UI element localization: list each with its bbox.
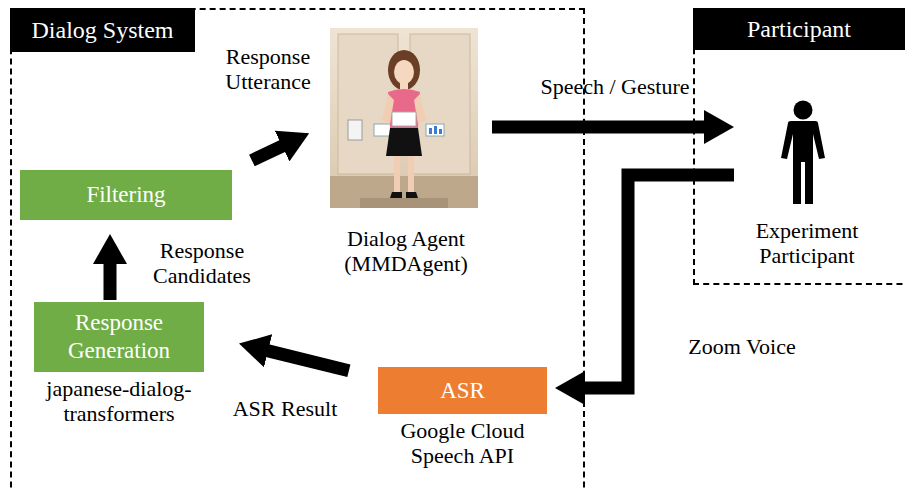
node-caption: Dialog Agent (MMDAgent) (320, 226, 492, 277)
box-fill: Filtering (20, 170, 232, 220)
flow-arrow (492, 121, 707, 134)
region-label: Participant (693, 8, 905, 50)
agent-illustration (330, 28, 478, 208)
person-icon (780, 100, 826, 206)
box-fill: ASR (378, 367, 547, 414)
region-title: Participant (747, 16, 851, 43)
box-label: ASR (440, 377, 485, 405)
flow-arrow (104, 261, 117, 300)
process-box: Response Generation japanese-dialog-trans… (34, 302, 204, 427)
participant-region: ParticipantExperiment Participant (693, 8, 905, 285)
edge-label: Speech / Gesture (520, 74, 710, 99)
node-caption: japanese-dialog-transformers (34, 376, 204, 427)
node-caption: Google Cloud Speech API (378, 418, 547, 469)
box-label: Response Generation (40, 309, 198, 364)
box-label: Filtering (86, 181, 165, 209)
process-box: ASR Google Cloud Speech API (378, 367, 547, 469)
process-box: Filtering (20, 170, 232, 220)
region-title: Dialog System (32, 17, 174, 44)
edge-label: Response Utterance (212, 44, 324, 95)
edge-label: Response Candidates (138, 238, 266, 289)
node-caption: Experiment Participant (734, 218, 880, 269)
flow-arrow (252, 145, 285, 161)
edge-label: Zoom Voice (672, 334, 812, 359)
agent-node: Dialog Agent (MMDAgent) (320, 30, 492, 277)
edge-label: ASR Result (220, 396, 350, 421)
region-label: Dialog System (10, 8, 195, 52)
flow-arrow (265, 350, 349, 371)
box-fill: Response Generation (34, 302, 204, 372)
participant-node: Experiment Participant (734, 102, 880, 269)
